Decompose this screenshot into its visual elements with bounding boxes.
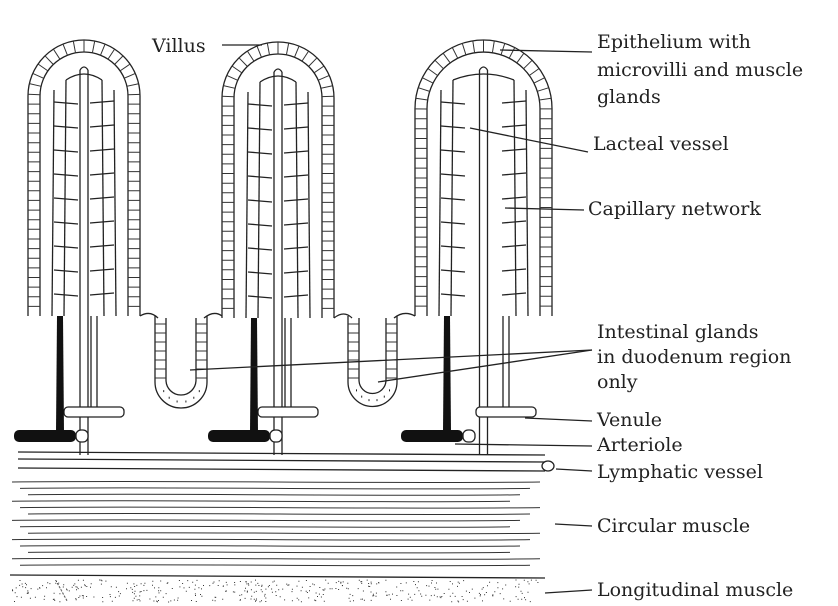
villus-epithelial-cells (222, 42, 334, 308)
capillary-wall-right (526, 90, 528, 316)
capillary-top (453, 74, 514, 80)
label-glands-line2: in duodenum region (597, 346, 791, 368)
arteriole-stem (443, 316, 451, 432)
venule (476, 407, 536, 417)
longitudinal-muscle (12, 580, 538, 602)
intestinal-gland-1 (155, 316, 207, 408)
villus-epithelial-cells (28, 40, 140, 306)
arteriole-end (76, 430, 88, 442)
arteriole (208, 430, 270, 442)
leader-glands-b (190, 350, 592, 370)
lymphatic-vessel-end (542, 461, 554, 471)
capillary-cross-links (54, 101, 114, 296)
villus-2 (208, 42, 334, 455)
label-glands-line3: only (597, 371, 638, 393)
gland-nuclei (356, 390, 390, 400)
label-capillary-network: Capillary network (588, 198, 761, 220)
circular-muscle (12, 481, 540, 565)
capillary-top (260, 76, 296, 82)
leader-longitudinal (545, 590, 592, 593)
leader-epithelium (500, 50, 592, 52)
leader-capillary (505, 208, 584, 210)
label-lymphatic-vessel: Lymphatic vessel (597, 461, 763, 483)
label-venule: Venule (596, 409, 662, 431)
label-longitudinal-muscle: Longitudinal muscle (597, 579, 793, 601)
lacteal-tip (80, 67, 88, 70)
venule (64, 407, 124, 417)
circular-muscle-boundary (10, 575, 545, 578)
capillary-wall-left (246, 92, 248, 318)
label-epithelium-line1: Epithelium with (597, 31, 751, 53)
leader-venule (525, 418, 592, 421)
label-arteriole: Arteriole (596, 434, 683, 456)
arteriole-end (270, 430, 282, 442)
venule (258, 407, 318, 417)
venule-stem (91, 316, 97, 408)
arteriole-end (463, 430, 475, 442)
label-lacteal-vessel: Lacteal vessel (593, 133, 729, 155)
villi-structures (14, 40, 552, 455)
lymphatic-vessel-bottom (18, 468, 545, 471)
gland-outer (155, 316, 207, 408)
capillary-cross-links (248, 103, 308, 298)
label-epithelium-line3: glands (597, 86, 661, 108)
villus-epithelium-outer (222, 42, 334, 318)
muscle-layers (10, 481, 545, 602)
villus-epithelium-outer (28, 40, 140, 316)
arteriole-stem (56, 316, 64, 432)
capillary-wall-right (308, 92, 310, 318)
villus-epithelium-outer (415, 40, 552, 316)
lacteal-tip (480, 67, 488, 70)
label-glands-line1: Intestinal glands (597, 321, 758, 343)
capillary-left (451, 80, 453, 316)
capillary-left (64, 80, 66, 316)
leader-lines (190, 45, 592, 593)
label-villus: Villus (151, 35, 206, 57)
villus-epithelium-inner (427, 52, 540, 316)
blood-vessels (18, 452, 554, 471)
capillary-left (258, 82, 260, 318)
capillary-top (66, 74, 102, 80)
villus-1 (14, 40, 140, 455)
leader-arteriole (455, 444, 592, 446)
venule-stem (285, 318, 291, 408)
capillary-wall-right (114, 90, 116, 316)
gland-nuclei (163, 391, 200, 401)
gland-inner (359, 318, 386, 394)
leader-circular (555, 524, 592, 526)
labels: Villus Epithelium with microvilli and mu… (151, 31, 803, 601)
leader-lymphatic (556, 469, 592, 471)
capillary-wall-left (439, 90, 441, 316)
lymphatic-vessel-top (18, 459, 545, 462)
lacteal-tip (274, 69, 282, 72)
arteriole (14, 430, 76, 442)
gland-inner (166, 318, 196, 395)
gland-cells (348, 324, 397, 378)
arteriole (401, 430, 463, 442)
villus-3 (401, 40, 552, 455)
capillary-wall-left (52, 90, 54, 316)
epithelium-link-3 (334, 314, 352, 318)
label-epithelium-line2: microvilli and muscle (597, 59, 803, 81)
villus-epithelial-cells (415, 40, 552, 306)
label-circular-muscle: Circular muscle (597, 515, 750, 537)
arteriole-stem (250, 318, 258, 432)
